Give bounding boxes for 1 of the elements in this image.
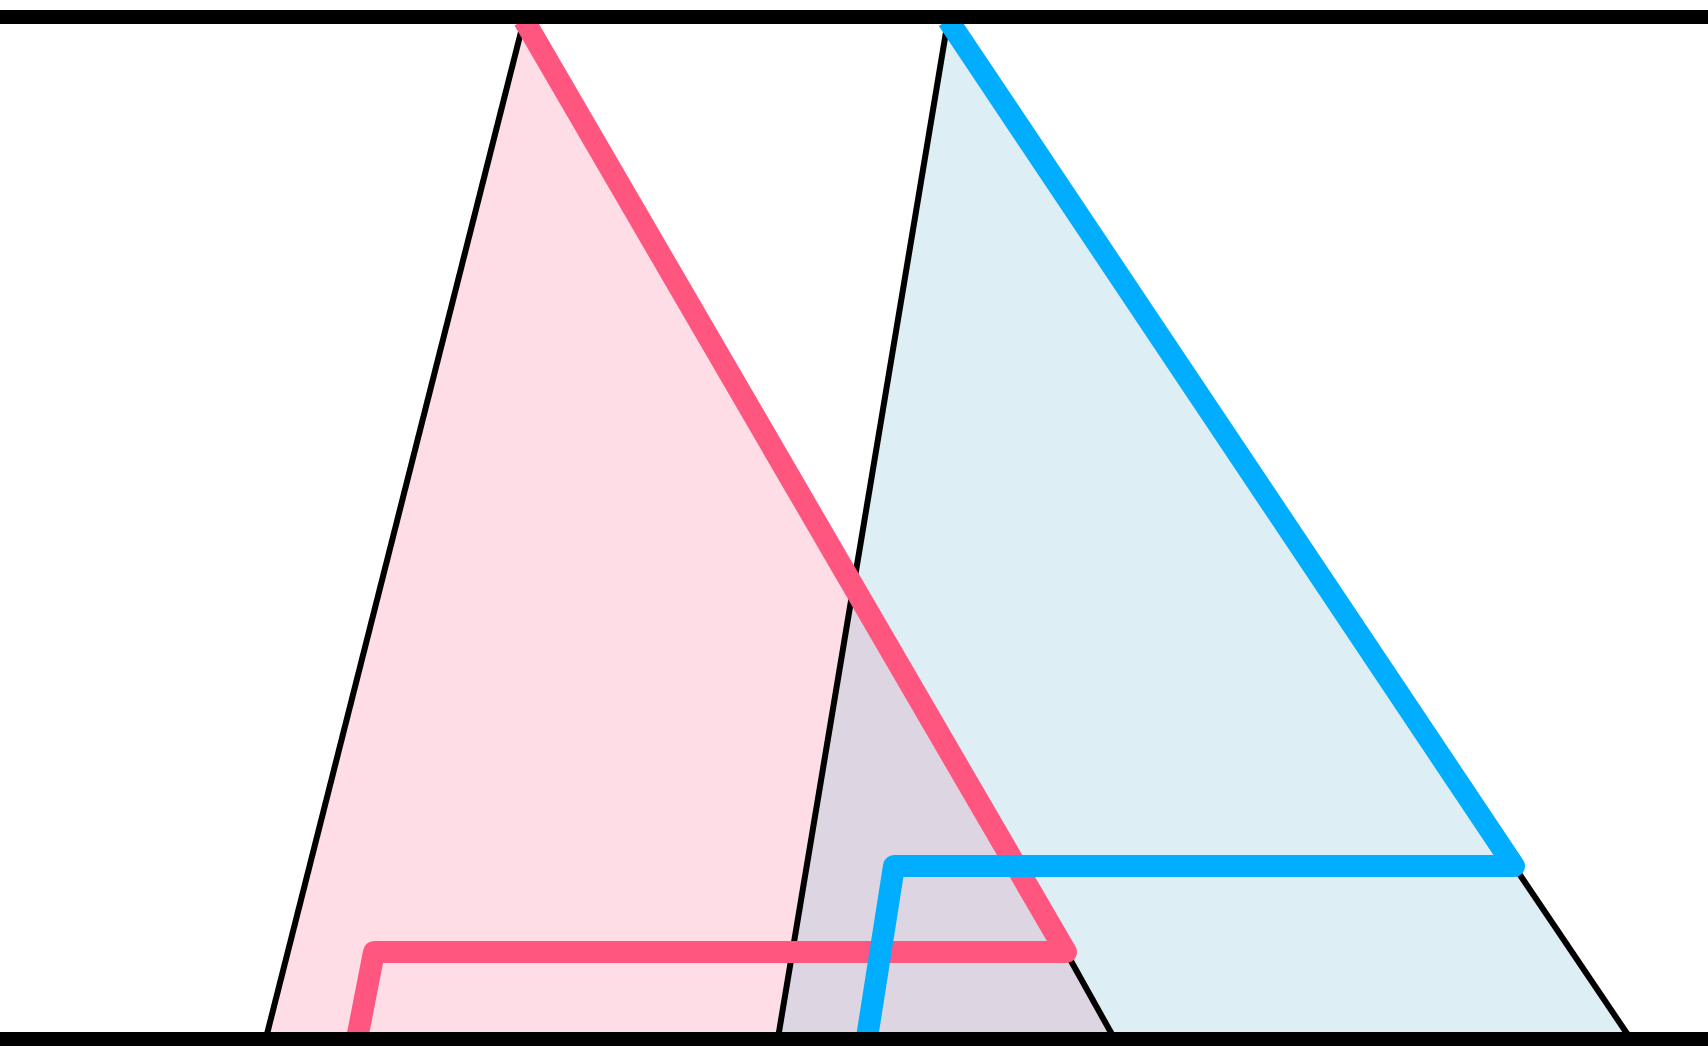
triangles-drawing (0, 10, 1708, 1047)
